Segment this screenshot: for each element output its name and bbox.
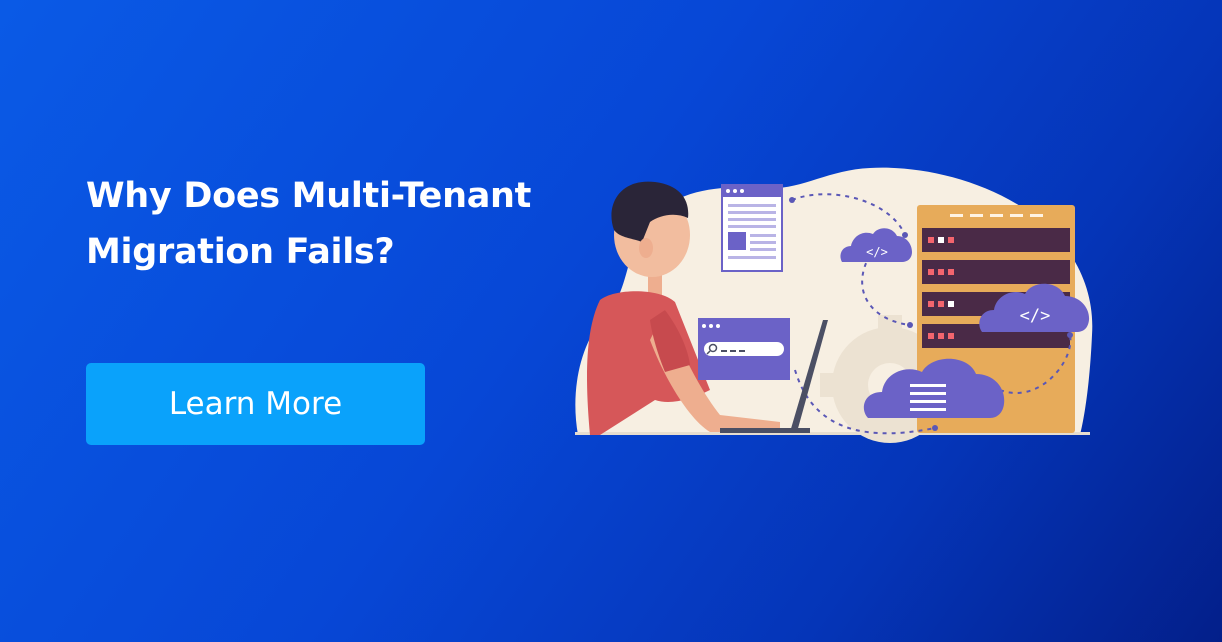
laptop-icon (720, 320, 828, 433)
search-window-icon (698, 318, 790, 380)
headline-line-2: Migration Fails? (86, 232, 395, 272)
learn-more-button[interactable]: Learn More (86, 363, 425, 445)
cloud-code-label-small: </> (866, 245, 888, 259)
cloud-code-icon: </> (979, 283, 1090, 332)
document-window-icon (721, 184, 783, 272)
headline-line-1: Why Does Multi-Tenant (86, 176, 532, 216)
cloud-code-icon: </> (840, 228, 912, 262)
migration-illustration: </> </> (575, 167, 1093, 443)
ground-line (575, 432, 1090, 435)
person-illustration (587, 181, 780, 435)
cloud-list-icon (863, 358, 1005, 418)
cloud-code-label-large: </> (1020, 306, 1051, 326)
headline: Why Does Multi-Tenant Migration Fails? (86, 168, 586, 280)
